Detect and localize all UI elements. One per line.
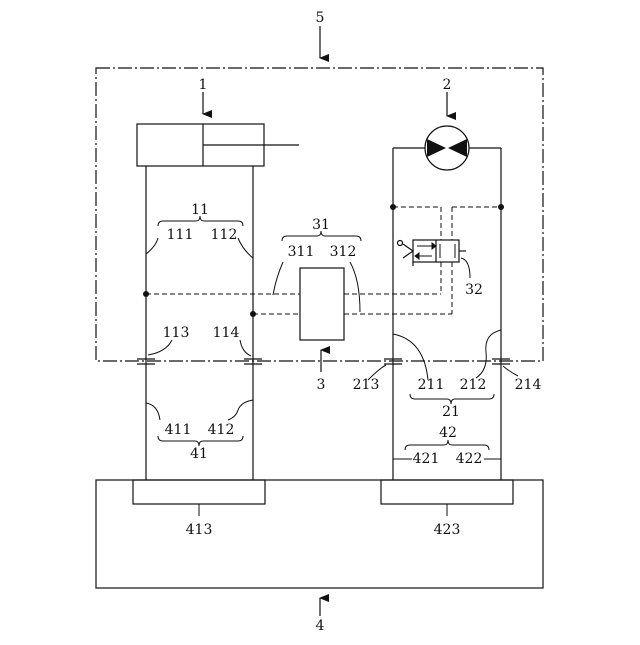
label-11: 11 [191,202,209,218]
leader-311 [273,262,283,295]
motor-triangle-right [448,139,467,157]
leader-312 [350,262,360,312]
label-421: 421 [413,451,440,467]
leader-412 [228,400,253,420]
label-312: 312 [330,244,357,260]
valve-knob [398,241,403,246]
leader-112 [238,238,253,258]
label-114: 114 [213,325,240,341]
leader-212 [476,330,501,378]
cylinder-port-block [133,480,265,504]
controller-box [300,268,344,340]
label-212: 212 [460,377,487,393]
label-41: 41 [190,446,208,462]
label-21: 21 [442,404,460,420]
label-113: 113 [163,325,190,341]
junction-dot [143,291,149,297]
label-422: 422 [456,451,483,467]
leader-114 [240,340,251,356]
label-32: 32 [465,282,483,298]
junction-dot [390,204,396,210]
label-31: 31 [312,217,330,233]
label-4: 4 [316,618,325,634]
motor-port-block [381,480,513,504]
leader-111 [146,238,158,254]
brace-21 [410,394,494,404]
label-213: 213 [353,377,380,393]
label-42: 42 [439,425,457,441]
enclosure-boundary [96,68,543,361]
junction-dot [498,204,504,210]
tank-body [96,480,543,588]
label-423: 423 [434,522,461,538]
label-2: 2 [443,77,452,93]
label-411: 411 [165,422,192,438]
label-112: 112 [211,227,238,243]
label-111: 111 [167,227,194,243]
label-413: 413 [186,522,213,538]
valve-flow-arrows [415,243,455,259]
label-412: 412 [208,422,235,438]
motor-triangle-left [427,139,446,157]
leader-214 [503,366,518,376]
label-211: 211 [418,377,445,393]
junction-dot [250,311,256,317]
label-214: 214 [515,377,542,393]
label-1: 1 [199,77,208,93]
leader-32 [461,258,470,278]
label-5: 5 [316,10,325,26]
label-3: 3 [317,377,326,393]
valve-lever [403,244,413,258]
reference-labels: 5 1 2 11 111 112 31 311 312 32 113 114 3… [163,10,542,634]
label-311: 311 [288,244,315,260]
brace-42 [405,440,489,450]
leader-113 [148,340,172,355]
leader-411 [146,403,160,420]
leader-211 [393,334,428,380]
